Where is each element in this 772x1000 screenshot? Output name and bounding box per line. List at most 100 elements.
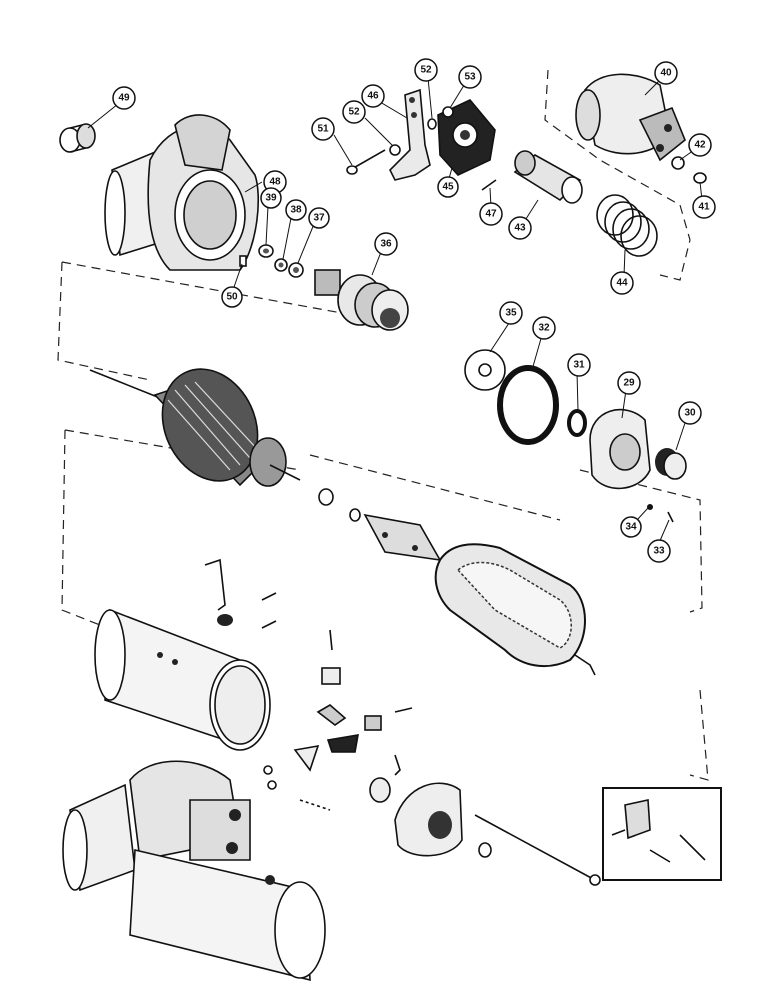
washer-part-38 (274, 258, 288, 272)
svg-text:50: 50 (226, 292, 238, 303)
svg-text:33: 33 (653, 546, 665, 557)
pole-shoe (363, 513, 442, 562)
pivot-pin-part-51 (346, 149, 386, 175)
callout-50: 50 (221, 286, 243, 308)
svg-text:48: 48 (269, 177, 281, 188)
assembled-starter (62, 760, 326, 982)
svg-text:31: 31 (573, 360, 585, 371)
svg-text:52: 52 (348, 107, 360, 118)
thrust-washer-part-35 (464, 349, 506, 391)
armature (89, 368, 301, 487)
washer-part-37 (288, 262, 304, 278)
commutator-end-frame (394, 782, 463, 857)
svg-text:52: 52 (420, 65, 432, 76)
callout-38: 38 (285, 199, 307, 221)
inset-detail-box (602, 787, 722, 881)
terminal-bracket (204, 558, 233, 626)
dashed-outline-field-group (61, 429, 709, 781)
screw-part-41 (693, 172, 707, 184)
svg-text:37: 37 (313, 213, 325, 224)
callout-35: 35 (499, 301, 523, 325)
callout-33: 33 (647, 539, 671, 563)
solenoid-part-40 (575, 73, 686, 162)
callout-45: 45 (437, 176, 459, 198)
plunger-boot-part-53 (437, 99, 496, 176)
callout-47: 47 (479, 202, 503, 226)
callout-29: 29 (617, 371, 641, 395)
svg-text:30: 30 (684, 408, 696, 419)
washer-part-52-lower (389, 144, 401, 156)
svg-text:39: 39 (265, 193, 277, 204)
dashed-outline-armature-group (57, 261, 561, 521)
washer-part-34 (647, 504, 653, 510)
svg-text:49: 49 (118, 93, 130, 104)
screw-part-33 (667, 511, 674, 523)
svg-text:46: 46 (367, 91, 379, 102)
callout-37: 37 (308, 207, 330, 229)
svg-text:35: 35 (505, 308, 517, 319)
svg-text:47: 47 (485, 209, 497, 220)
through-bolt (474, 814, 601, 886)
svg-text:45: 45 (442, 182, 454, 193)
washer-part-52-upper (427, 118, 437, 130)
spring-part-44 (596, 194, 658, 257)
svg-text:44: 44 (616, 278, 628, 289)
field-frame (94, 608, 271, 751)
pin-part-50 (239, 255, 247, 267)
svg-text:34: 34 (625, 522, 637, 533)
callout-51: 51 (311, 117, 335, 141)
small-screw-a (261, 592, 277, 601)
plunger-part-43 (513, 150, 583, 204)
svg-text:40: 40 (660, 68, 672, 79)
dashed-outline-solenoid-group (544, 69, 691, 281)
brush (326, 734, 359, 753)
callout-53: 53 (458, 65, 482, 89)
svg-text:43: 43 (514, 223, 526, 234)
callout-32: 32 (532, 316, 556, 340)
svg-text:32: 32 (538, 323, 550, 334)
washer-part-39 (258, 244, 274, 258)
thrust-washer-armature-end (318, 488, 334, 506)
svg-text:38: 38 (290, 205, 302, 216)
callout-40: 40 (654, 61, 678, 85)
brush-screw-b (394, 707, 413, 713)
end-frame-plug (478, 842, 492, 858)
nut-near-pole-shoe (349, 508, 361, 522)
end-plate-part-29 (589, 408, 651, 490)
gasket-part-32 (497, 365, 559, 445)
bushing-part-30 (655, 448, 687, 480)
callout-42: 42 (688, 133, 712, 157)
callout-leader-lines (87, 77, 703, 544)
callout-39: 39 (260, 187, 282, 209)
terminal-stud-set (263, 765, 331, 811)
callout-49: 49 (112, 86, 136, 110)
field-coil-assembly (434, 543, 596, 676)
nut-part-42 (671, 156, 685, 170)
brush-spring (364, 715, 382, 731)
callout-34: 34 (620, 516, 642, 538)
callout-30: 30 (678, 401, 702, 425)
drive-clutch-part-36 (314, 269, 409, 331)
brush-block (321, 667, 341, 685)
callout-43: 43 (508, 216, 532, 240)
shift-lever-part-46 (389, 88, 431, 181)
bushing-end-frame (369, 777, 391, 803)
svg-text:36: 36 (380, 239, 392, 250)
small-screw-b (261, 620, 277, 629)
callout-31: 31 (567, 353, 591, 377)
pin-part-47 (481, 179, 497, 191)
callout-44: 44 (610, 271, 634, 295)
brush-lead (293, 744, 320, 772)
brush-holder-arm (316, 704, 347, 726)
callout-52-upper: 52 (414, 58, 438, 82)
drive-housing-part-48 (104, 114, 260, 271)
svg-text:41: 41 (698, 202, 710, 213)
callout-46: 46 (361, 84, 385, 108)
callout-52-lower: 52 (342, 100, 366, 124)
svg-text:51: 51 (317, 124, 329, 135)
svg-text:53: 53 (464, 72, 476, 83)
callout-36: 36 (374, 232, 398, 256)
svg-text:42: 42 (694, 140, 706, 151)
callout-41: 41 (692, 195, 716, 219)
